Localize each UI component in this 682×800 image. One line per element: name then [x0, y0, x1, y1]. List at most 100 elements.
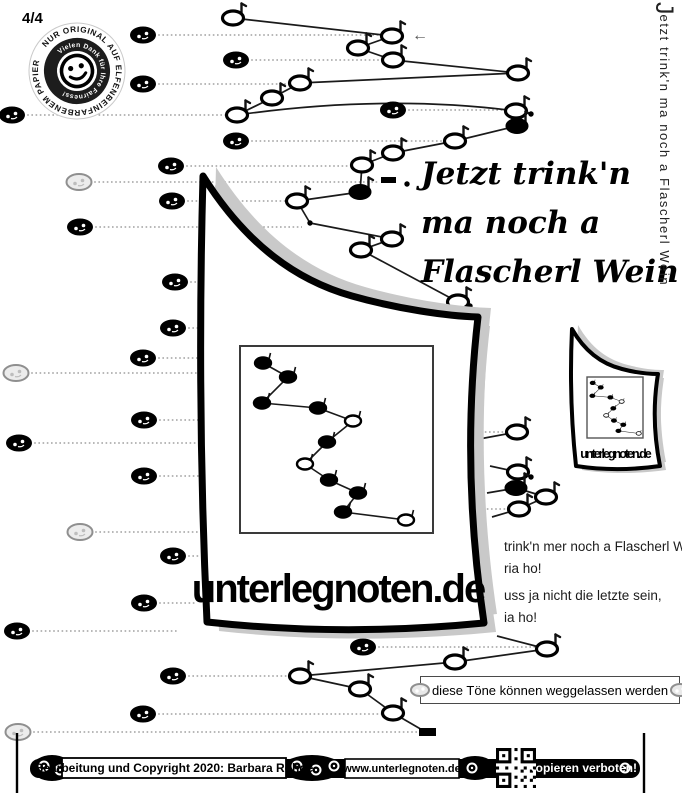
marker-glyph — [19, 728, 24, 733]
note-head — [347, 680, 373, 698]
watermark-melody — [252, 352, 416, 527]
watermark-note-head — [343, 414, 363, 428]
marker-glyph — [169, 281, 173, 286]
marker-glyph — [18, 627, 23, 632]
marker-glyph — [80, 178, 85, 183]
beam-mark — [419, 728, 436, 736]
note-head — [505, 463, 531, 481]
song-title: Jetzt trink'n ma noch a Flascherl Wein — [421, 150, 679, 297]
marker-glyph — [15, 632, 23, 636]
marker-glyph — [237, 56, 242, 61]
watermark-note-head — [252, 396, 272, 410]
lyric-line: ia ho! — [504, 610, 538, 625]
copyright-box — [61, 757, 287, 779]
marker-glyph — [74, 226, 78, 231]
marker-glyph — [141, 36, 149, 40]
marker-glyph — [167, 555, 171, 560]
note-head — [380, 51, 406, 69]
marker-glyph — [167, 327, 171, 332]
note-marker — [130, 75, 156, 93]
marker-glyph — [142, 604, 150, 608]
lyric-line: ria ho! — [504, 561, 542, 576]
note-head — [287, 74, 313, 92]
melody-line — [454, 648, 548, 663]
note-head — [348, 241, 374, 259]
note-head — [506, 500, 532, 518]
marker-glyph — [144, 710, 149, 715]
marker-glyph — [137, 34, 141, 39]
marker-glyph — [17, 369, 22, 374]
smiley-icon — [59, 53, 95, 89]
watermark-note-head — [253, 356, 273, 370]
note-head — [379, 27, 405, 45]
marker-glyph — [172, 162, 177, 167]
note-marker — [350, 638, 376, 656]
note-marker — [158, 157, 184, 175]
marker-glyph — [165, 165, 169, 170]
song-title-line: Flascherl Wein — [421, 254, 679, 290]
note-flag — [368, 234, 376, 240]
note-head — [533, 488, 559, 506]
note-head — [504, 480, 528, 496]
note-head — [287, 667, 313, 685]
marker-glyph — [13, 442, 17, 447]
note-marker — [131, 467, 157, 485]
augmentation-dot — [528, 474, 534, 480]
watermark-note-head — [317, 435, 337, 449]
marker-glyph — [81, 528, 86, 533]
note-flag — [369, 149, 377, 155]
marker-glyph — [173, 197, 178, 202]
note-flag — [399, 20, 407, 26]
watermark-note-head — [319, 473, 339, 487]
note-head — [442, 132, 468, 150]
copy-warning-text: Kopieren verboten! — [527, 761, 637, 775]
note-head — [284, 192, 310, 210]
marker-glyph — [234, 61, 242, 65]
marker-glyph — [81, 223, 86, 228]
watermark-note-head — [308, 401, 328, 415]
note-marker — [130, 26, 156, 44]
note-flag — [462, 646, 470, 652]
marker-glyph — [357, 646, 361, 651]
side-title-vertical: Jetzt trink'n ma noch a Flascherl Wein — [649, 2, 678, 422]
note-head — [505, 118, 529, 134]
note-head — [380, 144, 406, 162]
copyright-text: Bearbeitung und Copyright 2020: Barbara … — [35, 761, 314, 775]
note-marker — [131, 594, 157, 612]
note-marker — [223, 51, 249, 69]
note-marker — [160, 319, 186, 337]
note-flag — [244, 99, 252, 105]
marker-glyph — [144, 80, 149, 85]
watermark-note-head — [348, 486, 368, 500]
legend-text: diese Töne können weggelassen werden — [431, 682, 669, 698]
marker-glyph — [237, 137, 242, 142]
marker-glyph — [171, 329, 179, 333]
marker-glyph — [142, 477, 150, 481]
omit-note-marker — [2, 364, 30, 382]
side-title-rest: etzt trink'n ma noch a Flascherl Wein — [657, 14, 672, 287]
note-flag — [465, 286, 473, 292]
marker-glyph — [361, 648, 369, 652]
note-flag — [304, 185, 312, 191]
song-title-line: ma noch a — [421, 205, 601, 241]
marker-glyph — [11, 630, 15, 635]
marker-glyph — [77, 183, 85, 187]
note-flag — [462, 125, 470, 131]
melody-line — [360, 249, 459, 303]
watermark-melody-box — [239, 345, 434, 534]
marker-glyph — [137, 83, 141, 88]
note-marker — [130, 705, 156, 723]
note-flag — [554, 633, 562, 639]
watermark-note-head — [278, 370, 298, 384]
omit-note-marker — [66, 523, 94, 541]
watermark-brand: unterlegnoten.de — [192, 567, 485, 611]
marker-glyph — [74, 531, 78, 536]
song-title-line: Jetzt trink'n — [421, 156, 631, 192]
marker-glyph — [176, 278, 181, 283]
lyric-line: uss ja nicht die letzte sein, — [504, 588, 662, 603]
marker-glyph — [142, 421, 150, 425]
side-title-initial: J — [650, 2, 678, 15]
melody-curve — [236, 102, 517, 116]
marker-glyph — [6, 114, 10, 119]
marker-glyph — [78, 533, 86, 537]
